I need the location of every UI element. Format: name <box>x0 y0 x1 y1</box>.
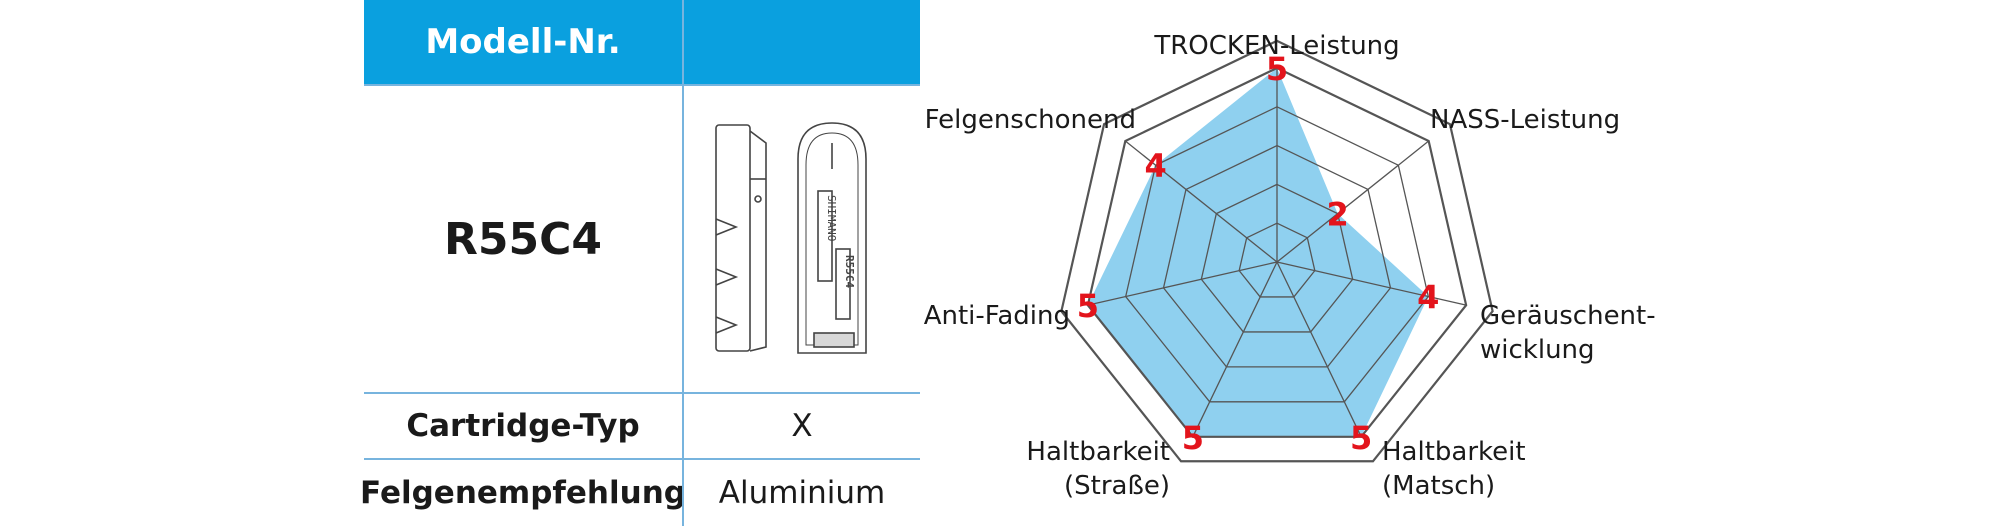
model-number: R55C4 <box>443 213 603 265</box>
radar-spoke-6 <box>1124 140 1278 263</box>
radar-spoke-4 <box>1192 261 1278 438</box>
pad-imprint-model: R55C4 <box>843 255 856 288</box>
brake-pad-side-view <box>715 124 767 352</box>
pad-imprint-brand: SHIMANO <box>825 195 838 241</box>
radar-score-labels: 5 2 4 5 5 5 4 <box>1077 50 1440 457</box>
radar-grid-overlay <box>1060 39 1494 463</box>
radar-spoke-5 <box>1087 261 1278 306</box>
spec-table: Modell-Nr. R55C4 SHI <box>360 0 920 526</box>
cartridge-type-label: Cartridge-Typ <box>406 408 640 444</box>
rim-recommendation-value: Aluminium <box>718 475 886 511</box>
table-divider-cartridge <box>364 458 920 460</box>
table-divider-model <box>364 392 920 394</box>
radar-score-value: 5 <box>1350 419 1372 457</box>
table-divider-header <box>364 84 920 86</box>
radar-axis-labels: TROCKEN-LeistungNASS-LeistungGeräuschent… <box>924 31 1656 501</box>
radar-ring-4 <box>1124 106 1430 403</box>
radar-score-value: 4 <box>1417 279 1439 317</box>
radar-spoke-3 <box>1276 261 1362 438</box>
radar-axis-label: Geräuschent-wicklung <box>1480 301 1656 365</box>
radar-score-value: 5 <box>1266 50 1288 88</box>
radar-axis-label: Haltbarkeit(Matsch) <box>1382 437 1526 501</box>
radar-chart: TROCKEN-LeistungNASS-LeistungGeräuschent… <box>924 31 1656 501</box>
radar-score-value: 5 <box>1182 419 1204 457</box>
radar-ring-5 <box>1086 66 1468 438</box>
brake-pad-top-view <box>797 122 867 354</box>
table-divider-vertical <box>682 0 684 526</box>
radar-data-area <box>1087 68 1429 437</box>
radar-axis-label: Haltbarkeit(Straße) <box>1026 437 1170 501</box>
header-image-cell <box>684 0 920 84</box>
radar-score-value: 4 <box>1145 147 1167 185</box>
radar-ring-3 <box>1162 144 1392 368</box>
header-model-label: Modell-Nr. <box>364 0 682 84</box>
radar-axis-label: Felgenschonend <box>925 105 1136 135</box>
radar-outer-frame <box>1060 39 1494 463</box>
radar-spoke-1 <box>1276 140 1430 263</box>
radar-ring-1 <box>1238 222 1316 298</box>
brake-pad-cartridge-drawing: SHIMANO R55C4 <box>715 122 867 354</box>
cartridge-type-value: X <box>791 408 813 444</box>
radar-spoke-2 <box>1276 261 1467 306</box>
radar-axis-label: NASS-Leistung <box>1430 105 1620 135</box>
product-image-cell: SHIMANO R55C4 <box>684 86 920 392</box>
radar-axis-label: TROCKEN-Leistung <box>1153 31 1399 61</box>
radar-axis-label: Anti-Fading <box>924 301 1070 331</box>
rim-recommendation-label: Felgenempfehlung <box>360 475 686 511</box>
radar-score-value: 2 <box>1327 196 1349 234</box>
radar-score-value: 5 <box>1077 287 1099 325</box>
radar-ring-2 <box>1200 183 1354 333</box>
